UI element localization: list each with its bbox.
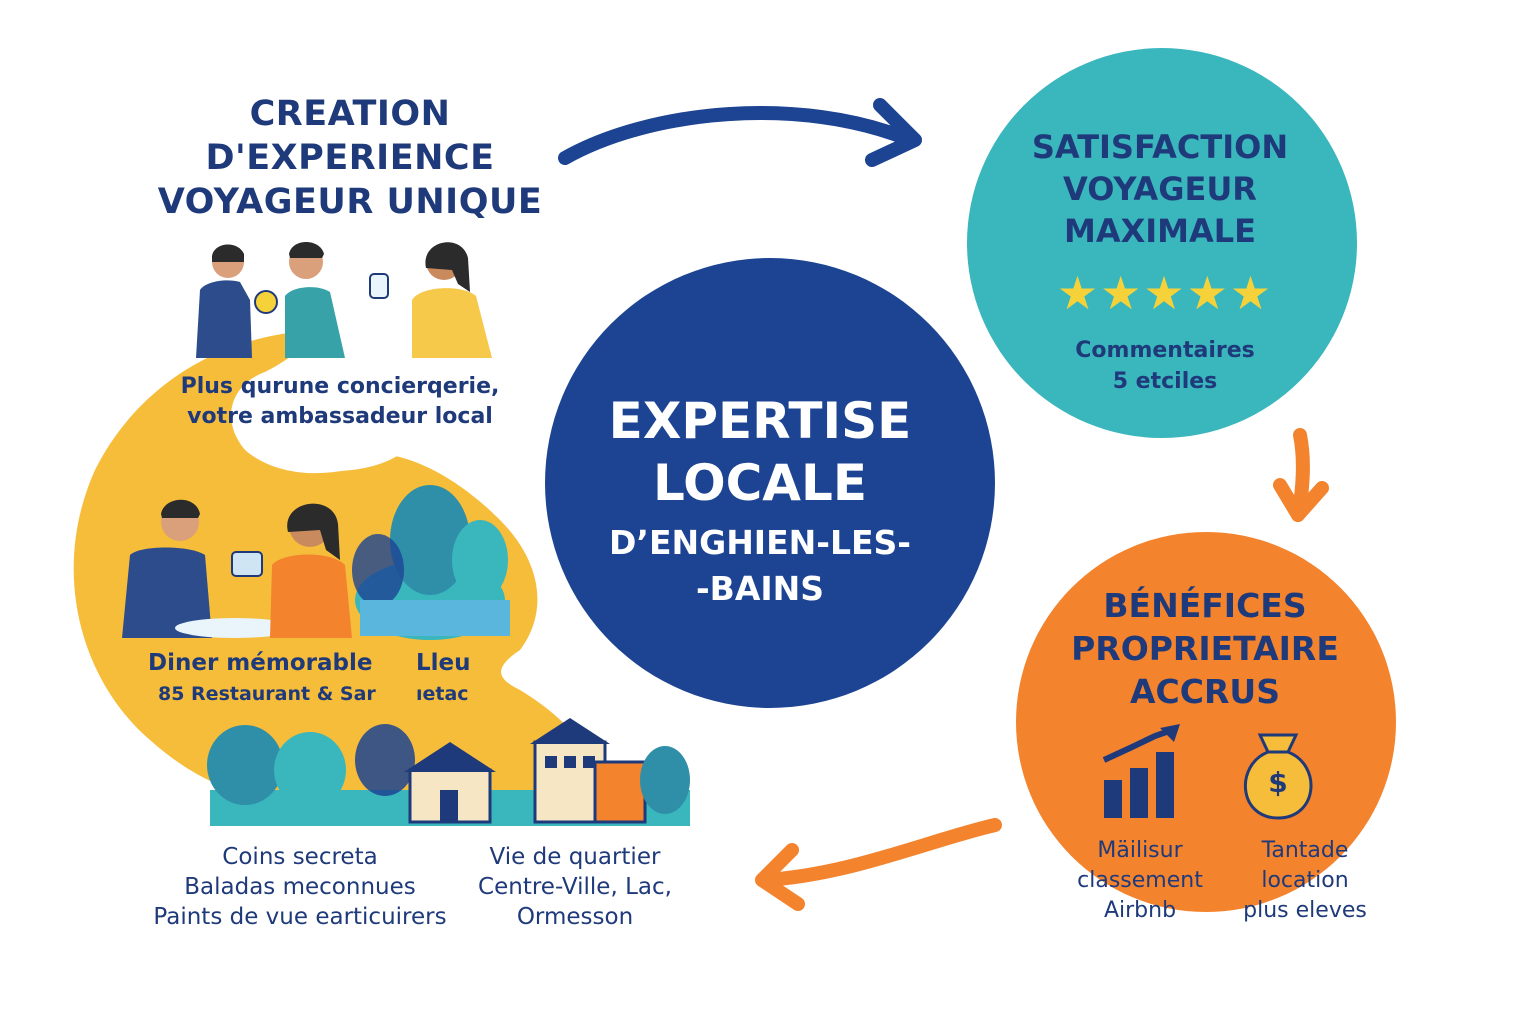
- creation-title-line: D'EXPERIENCE: [205, 138, 495, 178]
- money-bag-icon: [1244, 733, 1313, 820]
- comments-line: Commentaires: [1075, 338, 1255, 363]
- center-subtitle: D’ENGHIEN-LES- -BAINS: [560, 520, 960, 612]
- coins-line: Baladas meconnues: [184, 874, 416, 900]
- houses-village-icon: [207, 718, 690, 826]
- vie-quartier-text: Vie de quartier Centre-Ville, Lac, Ormes…: [430, 842, 720, 932]
- arrow-right-icon: [558, 98, 922, 167]
- five-stars-icon: ★★★★★: [1056, 266, 1274, 320]
- satisfaction-title-line: MAXIMALE: [1063, 212, 1257, 250]
- people-toasting-icon: [196, 242, 492, 358]
- center-title-line: LOCALE: [653, 454, 867, 512]
- lieu-subtitle: ıetac: [416, 683, 469, 705]
- satisfaction-title-line: SATISFACTION: [1031, 128, 1289, 166]
- lieu-title: Lleu: [416, 650, 471, 676]
- creation-title-line: CREATION: [249, 94, 451, 134]
- coins-line: Paints de vue earticuirers: [153, 904, 447, 930]
- classement-line: Airbnb: [1103, 898, 1177, 923]
- diner-subtitle: 85 Restaurant & Sar: [158, 683, 376, 705]
- tarifs-line: plus eleves: [1243, 898, 1367, 923]
- benefices-title-line: BÉNÉFICES: [1103, 586, 1307, 625]
- classement-text: Mäilisur classement Airbnb: [1040, 836, 1240, 926]
- satisfaction-title: SATISFACTION VOYAGEUR MAXIMALE: [1000, 126, 1320, 252]
- benefices-title-line: ACCRUS: [1130, 672, 1280, 711]
- tarifs-line: location: [1261, 868, 1349, 893]
- benefices-title-line: PROPRIETAIRE: [1071, 629, 1339, 668]
- yellow-swirl-shape: [73, 330, 621, 805]
- lake-trees-icon: [352, 485, 510, 640]
- tarifs-text: Tantade location plus eleves: [1210, 836, 1400, 926]
- benefices-title: BÉNÉFICES PROPRIETAIRE ACCRUS: [1040, 584, 1370, 713]
- center-title-line: EXPERTISE: [608, 392, 912, 450]
- center-circle: [545, 258, 995, 708]
- center-sub-line: -BAINS: [695, 569, 825, 608]
- arrow-down-icon: [1273, 428, 1329, 522]
- ambassador-text: Plus qurune concierqerie, votre ambassad…: [150, 372, 530, 432]
- money-symbol: $: [1268, 766, 1288, 799]
- bar-chart-growth-icon: [1102, 724, 1180, 818]
- satisfaction-circle: [967, 48, 1357, 438]
- satisfaction-title-line: VOYAGEUR: [1063, 170, 1257, 208]
- diner-title: Diner mémorable: [148, 650, 373, 676]
- quartier-line: Ormesson: [516, 904, 634, 930]
- ambassador-line: votre ambassadeur local: [187, 404, 493, 429]
- swirl-notch: [249, 356, 424, 472]
- creation-title-line: VOYAGEUR UNIQUE: [157, 182, 543, 222]
- quartier-line: Centre-Ville, Lac,: [478, 874, 672, 900]
- tarifs-line: Tantade: [1261, 838, 1349, 863]
- quartier-line: Vie de quartier: [489, 844, 661, 870]
- coins-line: Coins secreta: [222, 844, 378, 870]
- classement-line: classement: [1077, 868, 1203, 893]
- comments-text: Commentaires 5 etciles: [1030, 335, 1300, 397]
- comments-line: 5 etciles: [1112, 369, 1218, 394]
- classement-line: Mäilisur: [1097, 838, 1183, 863]
- arrow-left-icon: [755, 818, 1002, 911]
- creation-title: CREATION D'EXPERIENCE VOYAGEUR UNIQUE: [110, 92, 590, 224]
- coins-secrets-text: Coins secreta Baladas meconnues Paints d…: [120, 842, 480, 932]
- dinner-couple-icon: [122, 499, 352, 638]
- center-sub-line: D’ENGHIEN-LES-: [609, 523, 911, 562]
- ambassador-line: Plus qurune concierqerie,: [180, 374, 500, 399]
- center-title: EXPERTISE LOCALE: [560, 390, 960, 514]
